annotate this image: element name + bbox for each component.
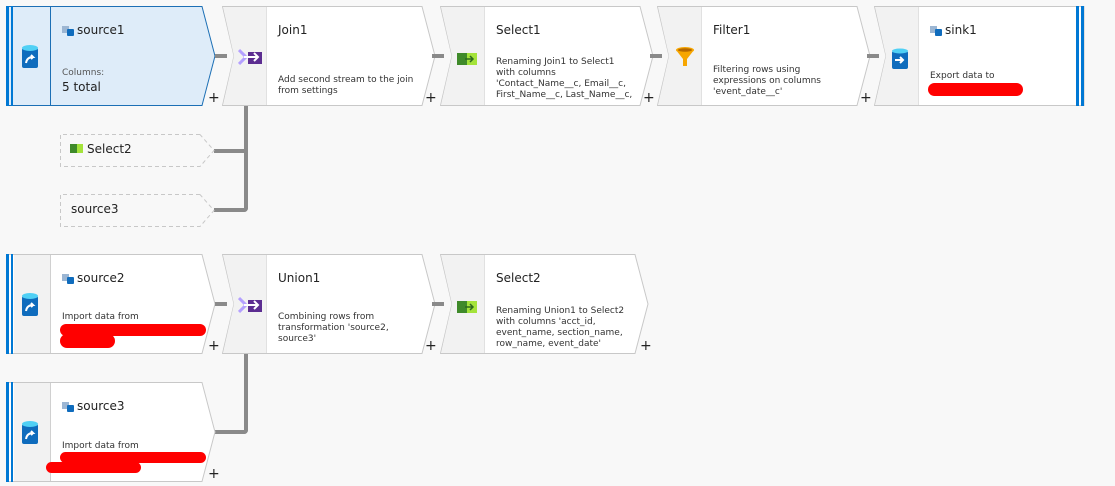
node-select1[interactable]: Select1 Renaming Join1 to Select1 with c…: [440, 6, 655, 106]
dataset-icon: [62, 273, 74, 284]
node-join1[interactable]: Join1 Add second stream to the join from…: [222, 6, 437, 106]
connector: [215, 54, 227, 58]
join-input-label: Select2: [87, 142, 132, 156]
redaction-mark: [60, 324, 206, 336]
node-title: source3: [62, 399, 124, 413]
add-transform-button[interactable]: +: [208, 338, 220, 354]
node-title: Select1: [496, 23, 541, 37]
select-icon: [70, 142, 83, 156]
source-cylinder-icon: [20, 420, 40, 450]
redaction-mark: [60, 452, 206, 463]
node-description: Export data to: [930, 71, 995, 81]
select-icon: [457, 51, 477, 70]
node-sink1[interactable]: sink1 Export data to: [874, 6, 1085, 106]
connector: [244, 354, 248, 434]
node-source2[interactable]: source2 Import data from +: [6, 254, 220, 354]
node-title: sink1: [930, 23, 977, 37]
add-transform-button[interactable]: +: [643, 90, 655, 106]
add-transform-button[interactable]: +: [860, 90, 872, 106]
dataset-icon: [930, 25, 942, 36]
join-input-label: source3: [71, 202, 119, 216]
node-description: Add second stream to the join from setti…: [278, 75, 414, 96]
node-title: source1: [62, 23, 124, 37]
node-description: Combining rows from transformation 'sour…: [278, 312, 389, 344]
filter-funnel-icon: [675, 46, 695, 72]
node-title: Filter1: [713, 23, 751, 37]
join-icon: [237, 48, 262, 70]
connector: [867, 54, 879, 58]
node-source3[interactable]: source3 Import data from +: [6, 382, 220, 482]
redaction-mark: [60, 334, 115, 348]
node-description: Filtering rows using expressions on colu…: [713, 65, 821, 97]
columns-value: 5 total: [62, 80, 101, 94]
add-transform-button[interactable]: +: [425, 90, 437, 106]
node-source1[interactable]: source1 Columns: 5 total +: [6, 6, 220, 106]
redaction-mark: [928, 83, 1023, 96]
node-title: Select2: [496, 271, 541, 285]
connector: [432, 302, 444, 306]
node-description: Renaming Join1 to Select1 with columns '…: [496, 57, 633, 100]
connector: [214, 208, 248, 212]
add-transform-button[interactable]: +: [425, 338, 437, 354]
connector: [432, 54, 444, 58]
node-description: Import data from: [62, 312, 139, 322]
node-title: Union1: [278, 271, 321, 285]
connector: [650, 54, 662, 58]
node-select2[interactable]: Select2 Renaming Union1 to Select2 with …: [440, 254, 654, 354]
connector: [214, 149, 246, 153]
redaction-mark: [46, 462, 141, 473]
join-input-source3[interactable]: source3: [60, 194, 215, 227]
union-icon: [237, 296, 262, 318]
node-union1[interactable]: Union1 Combining rows from transformatio…: [222, 254, 437, 354]
add-transform-button[interactable]: +: [208, 90, 220, 106]
connector: [244, 106, 248, 212]
sink-cylinder-icon: [891, 48, 909, 74]
columns-label: Columns:: [62, 68, 105, 78]
node-description: Import data from: [62, 441, 139, 451]
dataset-icon: [62, 25, 74, 36]
add-transform-button[interactable]: +: [640, 338, 652, 354]
source-cylinder-icon: [20, 44, 40, 74]
node-title: source2: [62, 271, 124, 285]
join-input-select2[interactable]: Select2: [60, 134, 215, 167]
dataset-icon: [62, 401, 74, 412]
node-description: Renaming Union1 to Select2 with columns …: [496, 306, 625, 349]
select-icon: [457, 299, 477, 318]
node-filter1[interactable]: Filter1 Filtering rows using expressions…: [657, 6, 872, 106]
source-cylinder-icon: [20, 292, 40, 322]
add-transform-button[interactable]: +: [208, 466, 220, 482]
connector: [214, 430, 248, 434]
connector: [215, 302, 227, 306]
node-title: Join1: [278, 23, 308, 37]
